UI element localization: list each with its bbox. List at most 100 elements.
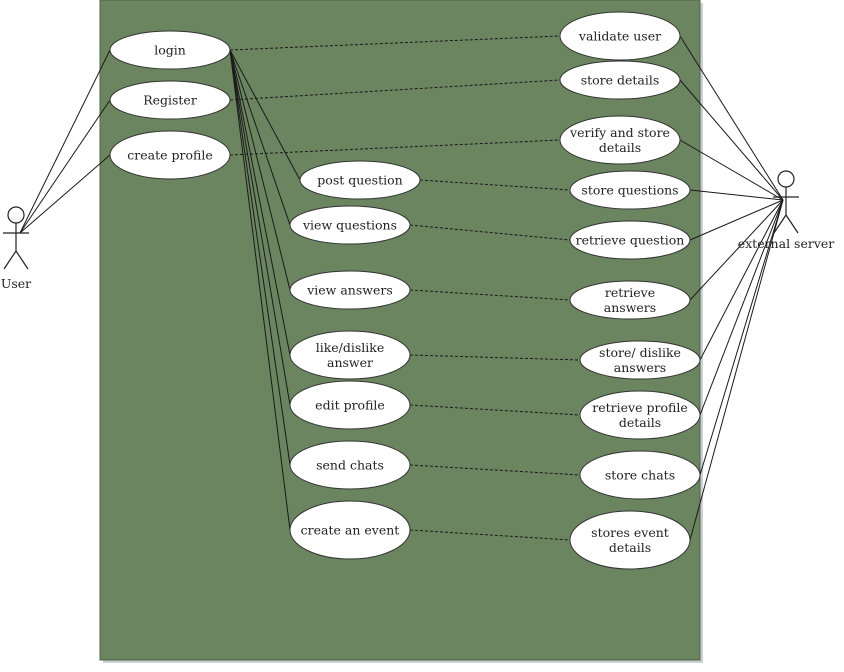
use-case-ellipse xyxy=(569,280,691,320)
dependency-dashed-line xyxy=(409,354,581,361)
use-case-label: store chats xyxy=(605,468,675,483)
use-case-label: retrieve question xyxy=(576,233,685,248)
use-case-store-details[interactable]: store details xyxy=(559,60,681,100)
use-case-edit-profile[interactable]: edit profile xyxy=(289,380,411,430)
use-case-view-questions[interactable]: view questions xyxy=(289,205,411,245)
use-case-label: validate user xyxy=(578,29,661,44)
use-case-post-question[interactable]: post question xyxy=(299,160,421,200)
login-association-line xyxy=(229,49,291,356)
use-case-label: store/ dislike xyxy=(599,345,681,360)
use-case-label: store details xyxy=(581,73,660,88)
use-case-ellipse xyxy=(579,390,701,440)
use-case-create-profile[interactable]: create profile xyxy=(109,130,231,180)
dependency-dashed-line xyxy=(409,404,581,416)
use-case-ellipse xyxy=(579,450,701,500)
use-case-ellipse xyxy=(559,115,681,165)
use-case-label: login xyxy=(154,43,186,58)
login-association-line xyxy=(229,49,301,181)
use-case-login[interactable]: login xyxy=(109,30,231,70)
dependency-dashed-line xyxy=(409,224,571,241)
use-case-label: stores event xyxy=(591,525,669,540)
user-association-line xyxy=(19,154,111,234)
use-case-label: verify and store xyxy=(569,125,670,140)
dependency-dashed-line xyxy=(409,464,581,476)
login-association-line xyxy=(229,49,291,466)
use-case-ellipse xyxy=(569,510,691,570)
server-association-line xyxy=(679,79,784,201)
actor-leg xyxy=(785,214,799,234)
server-association-line xyxy=(699,199,784,361)
dependency-dashed-line xyxy=(419,179,571,191)
use-case-label: answers xyxy=(614,360,666,375)
server-association-line xyxy=(689,189,784,201)
dependency-dashed-line xyxy=(229,35,561,51)
use-case-ellipse xyxy=(559,60,681,100)
use-case-validate-user[interactable]: validate user xyxy=(559,11,681,61)
use-case-ellipse xyxy=(109,80,231,120)
dependency-dashed-line xyxy=(229,139,561,156)
use-case-ellipse xyxy=(569,170,691,210)
use-case-ellipse xyxy=(289,440,411,490)
server-association-line xyxy=(679,139,784,201)
actor-leg xyxy=(15,250,29,270)
use-case-ellipse xyxy=(579,340,701,380)
use-case-label: edit profile xyxy=(315,398,385,413)
login-association-line xyxy=(229,49,291,291)
use-case-label: create profile xyxy=(127,148,212,163)
use-case-label: create an event xyxy=(301,523,400,538)
user-actor-label: User xyxy=(1,276,31,291)
use-case-label: store questions xyxy=(581,183,678,198)
server-association-line xyxy=(699,199,784,476)
login-association-line xyxy=(229,49,291,531)
use-case-ellipse xyxy=(569,220,691,260)
use-case-ellipse xyxy=(299,160,421,200)
use-case-ellipse xyxy=(289,380,411,430)
use-case-send-chats[interactable]: send chats xyxy=(289,440,411,490)
use-case-label: Register xyxy=(143,93,197,108)
actor-leg xyxy=(773,214,787,234)
use-case-store-chats[interactable]: store chats xyxy=(579,450,701,500)
use-case-register[interactable]: Register xyxy=(109,80,231,120)
use-case-label: post question xyxy=(317,173,402,188)
use-case-label: send chats xyxy=(316,458,384,473)
use-case-label: answer xyxy=(327,355,373,370)
user-association-line xyxy=(19,99,111,234)
use-case-store-questions[interactable]: store questions xyxy=(569,170,691,210)
user-association-line xyxy=(19,49,111,234)
actor-leg xyxy=(3,250,17,270)
server-association-line xyxy=(689,199,784,301)
use-case-ellipse xyxy=(289,500,411,560)
use-case-create-event[interactable]: create an event xyxy=(289,500,411,560)
use-case-ellipse xyxy=(109,30,231,70)
use-case-label: details xyxy=(619,415,661,430)
actor-head-icon xyxy=(777,170,795,188)
login-association-line xyxy=(229,49,291,406)
server-association-line xyxy=(689,199,784,541)
use-case-label: details xyxy=(609,540,651,555)
use-case-label: retrieve profile xyxy=(592,400,687,415)
server-association-line xyxy=(699,199,784,416)
use-case-ellipse xyxy=(289,270,411,310)
actor-head-icon xyxy=(7,206,25,224)
login-association-line xyxy=(229,49,291,226)
use-case-ellipse xyxy=(109,130,231,180)
use-case-retrieve-question[interactable]: retrieve question xyxy=(569,220,691,260)
external-server-actor: external server xyxy=(738,170,835,251)
external-server-actor-label: external server xyxy=(738,236,835,251)
server-association-line xyxy=(679,35,784,201)
dependency-dashed-line xyxy=(409,529,571,541)
user-actor: User xyxy=(1,206,31,291)
use-case-label: details xyxy=(599,140,641,155)
use-case-ellipse xyxy=(289,205,411,245)
use-case-view-answers[interactable]: view answers xyxy=(289,270,411,310)
use-case-label: answers xyxy=(604,300,656,315)
use-case-label: view answers xyxy=(306,283,393,298)
use-case-ellipse xyxy=(559,11,681,61)
